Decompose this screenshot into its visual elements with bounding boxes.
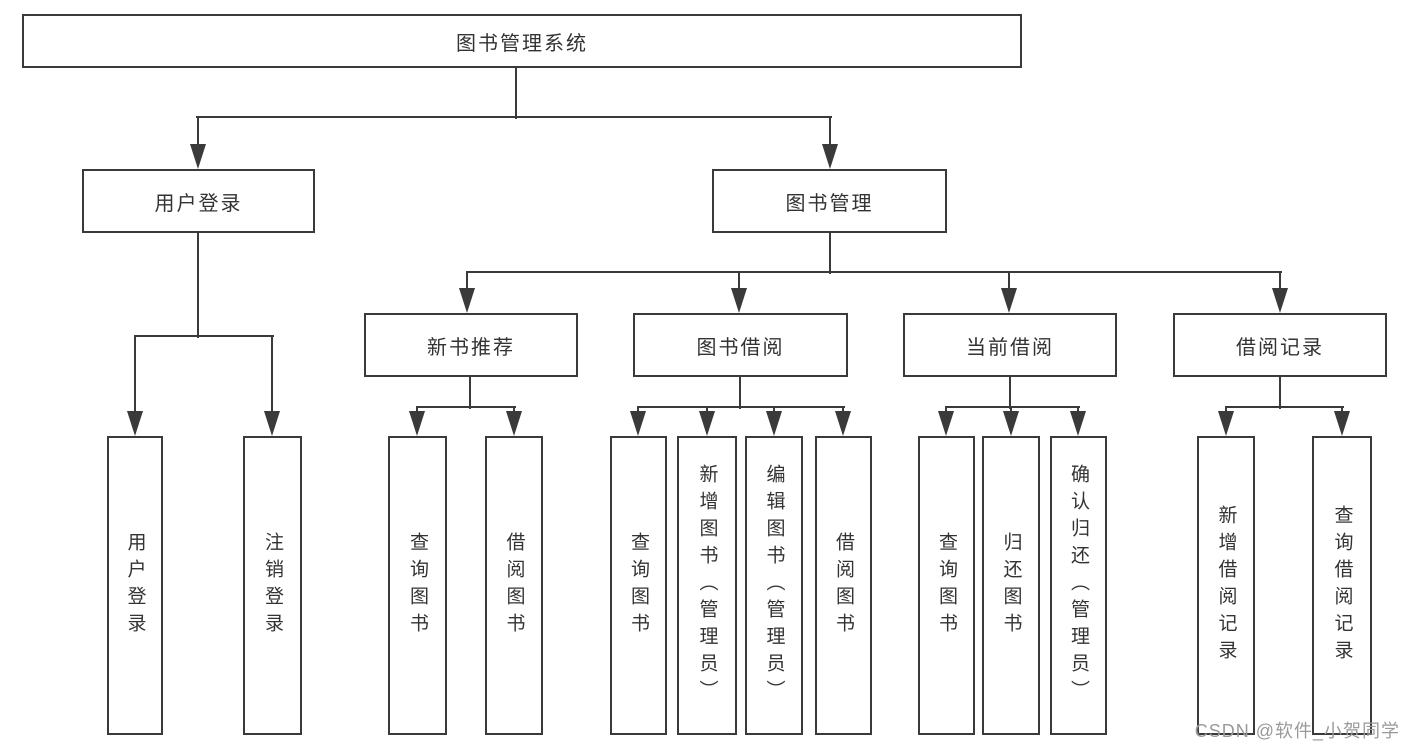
node-label: 查询图书 — [628, 531, 649, 640]
node-label: 图书管理 — [785, 192, 874, 215]
leaf-confirm-return-admin: 确认归还（管理员） — [1050, 436, 1107, 735]
node-new-book-recommend: 新书推荐 — [364, 313, 578, 377]
leaf-logout: 注销登录 — [243, 436, 302, 735]
leaf-add-borrow-record: 新增借阅记录 — [1197, 436, 1255, 735]
node-book-management: 图书管理 — [712, 169, 947, 233]
node-label: 确认归还（管理员） — [1068, 464, 1089, 707]
node-user-login: 用户登录 — [82, 169, 315, 233]
leaf-add-book-admin: 新增图书（管理员） — [677, 436, 737, 735]
leaf-query-books-current: 查询图书 — [918, 436, 975, 735]
node-label: 新书推荐 — [427, 336, 515, 359]
leaf-user-login: 用户登录 — [107, 436, 163, 735]
node-book-borrowing: 图书借阅 — [633, 313, 848, 377]
leaf-edit-book-admin: 编辑图书（管理员） — [745, 436, 803, 735]
node-label: 借阅记录 — [1236, 336, 1324, 359]
node-current-borrowing: 当前借阅 — [903, 313, 1117, 377]
node-label: 归还图书 — [1000, 531, 1022, 640]
node-label: 查询借阅记录 — [1331, 504, 1353, 667]
leaf-query-borrow-record: 查询借阅记录 — [1312, 436, 1372, 735]
node-label: 借阅图书 — [833, 531, 854, 640]
csdn-watermark: CSDN @软件_小贺同学 — [1194, 721, 1400, 741]
node-label: 新增借阅记录 — [1215, 504, 1237, 667]
leaf-borrow-books-recommend: 借阅图书 — [485, 436, 543, 735]
node-library-management-system: 图书管理系统 — [22, 14, 1022, 68]
node-label: 图书管理系统 — [456, 32, 588, 55]
node-label: 编辑图书（管理员） — [763, 464, 785, 707]
node-label: 借阅图书 — [503, 531, 525, 640]
leaf-borrow-books: 借阅图书 — [815, 436, 872, 735]
node-label: 查询图书 — [936, 531, 957, 640]
node-label: 新增图书（管理员） — [696, 464, 718, 707]
node-label: 查询图书 — [407, 531, 428, 640]
node-label: 注销登录 — [262, 531, 283, 640]
leaf-return-book: 归还图书 — [982, 436, 1040, 735]
leaf-query-books-recommend: 查询图书 — [388, 436, 447, 735]
node-label: 当前借阅 — [966, 336, 1054, 359]
node-label: 用户登录 — [124, 531, 146, 640]
node-label: 用户登录 — [154, 192, 243, 215]
node-label: 图书借阅 — [696, 336, 785, 359]
node-borrowing-records: 借阅记录 — [1173, 313, 1387, 377]
leaf-query-books-borrow: 查询图书 — [610, 436, 667, 735]
